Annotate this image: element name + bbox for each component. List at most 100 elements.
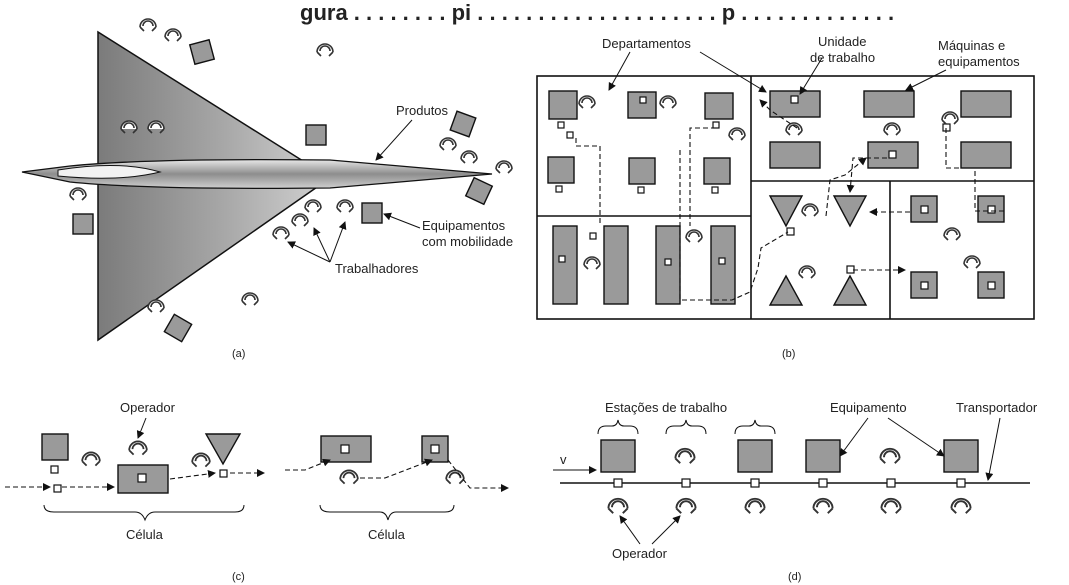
machine — [628, 157, 656, 185]
machine — [552, 225, 578, 305]
label-trabalhadores: Trabalhadores — [335, 261, 419, 276]
panel-b: Departamentos Unidade de trabalho Máquin… — [536, 34, 1035, 360]
label-celula-1: Célula — [126, 527, 164, 542]
worker-icon — [304, 199, 322, 213]
machine-triangle — [768, 195, 804, 228]
worker-icon — [963, 255, 981, 269]
worker-icon — [339, 469, 359, 485]
panel-d: v Estações de trabalho Equipamento Trans… — [553, 400, 1038, 583]
worker-icon — [801, 203, 819, 217]
machine — [548, 90, 578, 120]
worker-icon — [744, 497, 766, 515]
worker-icon — [147, 299, 165, 313]
worker-icon — [164, 28, 182, 42]
worker-icon — [607, 497, 629, 515]
mobile-equipment — [449, 110, 477, 138]
machine — [703, 157, 731, 185]
worker-icon — [583, 256, 601, 270]
worker-icon — [728, 127, 746, 141]
worker-icon — [950, 497, 972, 515]
machine-triangle — [832, 195, 868, 228]
worker-icon — [139, 18, 157, 32]
machine — [41, 433, 69, 461]
worker-icon — [336, 199, 354, 213]
label-departamentos: Departamentos — [602, 36, 691, 51]
machine-triangle — [768, 274, 804, 306]
label-produtos: Produtos — [396, 103, 449, 118]
worker-icon — [578, 95, 596, 109]
cell-brace-1 — [43, 504, 245, 522]
worker-icon — [879, 447, 901, 465]
aircraft-fuselage — [21, 158, 493, 190]
worker-icon — [291, 213, 309, 227]
worker-icon — [241, 292, 259, 306]
worker-icon — [81, 451, 101, 467]
worker-icon — [272, 226, 290, 240]
label-maquinas-2: equipamentos — [938, 54, 1020, 69]
machine — [863, 90, 915, 118]
worker-icon — [445, 469, 465, 485]
worker-icon — [674, 447, 696, 465]
worker-icon — [812, 497, 834, 515]
worker-icon — [69, 187, 87, 201]
machine — [627, 91, 657, 119]
leader-trabalhador-1 — [313, 227, 331, 263]
leader-equipamentos — [383, 212, 421, 229]
factory-outline — [536, 75, 1035, 320]
worker-icon — [460, 150, 478, 164]
workstation-machine — [805, 439, 841, 473]
machine — [960, 141, 1012, 169]
label-operador-d: Operador — [612, 546, 668, 561]
machine — [704, 92, 734, 120]
worker-icon — [495, 160, 513, 174]
machine — [960, 90, 1012, 118]
label-equipamentos-1: Equipamentos — [422, 218, 506, 233]
label-velocity: v — [560, 452, 567, 467]
worker-icon — [439, 137, 457, 151]
machine — [769, 141, 821, 169]
mobile-equipment — [464, 176, 494, 206]
worker-icon — [675, 497, 697, 515]
mobile-equipment — [305, 124, 327, 146]
caption-c: (c) — [232, 571, 245, 583]
caption-d: (d) — [788, 571, 801, 583]
worker-icon — [883, 122, 901, 136]
worker-icon — [128, 440, 148, 456]
machine — [603, 225, 629, 305]
workstation-machine — [943, 439, 979, 473]
workstation-machine — [600, 439, 636, 473]
label-equipamento: Equipamento — [830, 400, 907, 415]
worker-icon — [316, 43, 334, 57]
label-transportador: Transportador — [956, 400, 1038, 415]
aircraft-cockpit — [57, 164, 162, 179]
caption-a: (a) — [232, 348, 245, 360]
machine — [710, 225, 736, 305]
leader-produtos — [375, 119, 413, 161]
machine — [655, 225, 681, 305]
material-flow-path — [575, 138, 601, 226]
cell-brace-2 — [319, 504, 455, 521]
machine — [867, 141, 919, 169]
worker-icon — [685, 229, 703, 243]
worker-icon — [659, 95, 677, 109]
mobile-equipment — [72, 213, 94, 235]
mobile-equipment — [163, 313, 193, 343]
worker-icon — [880, 497, 902, 515]
label-operador-c: Operador — [120, 400, 176, 415]
machine — [547, 156, 575, 184]
mobile-equipment — [188, 38, 216, 66]
machine-triangle — [204, 433, 242, 466]
caption-b: (b) — [782, 348, 795, 360]
worker-icon — [785, 122, 803, 136]
label-unidade-2: de trabalho — [810, 50, 875, 65]
leader-trabalhador-3 — [329, 221, 347, 263]
label-estacoes: Estações de trabalho — [605, 400, 727, 415]
panel-c: Operador Célula Célula (c) — [5, 400, 509, 583]
label-celula-2: Célula — [368, 527, 406, 542]
leader-trabalhador-2 — [287, 241, 331, 263]
mobile-equipment — [361, 202, 383, 224]
machine — [769, 90, 821, 118]
figure-title-fragment: gura . . . . . . . . pi . . . . . . . . … — [300, 0, 894, 25]
label-maquinas-1: Máquinas e — [938, 38, 1005, 53]
